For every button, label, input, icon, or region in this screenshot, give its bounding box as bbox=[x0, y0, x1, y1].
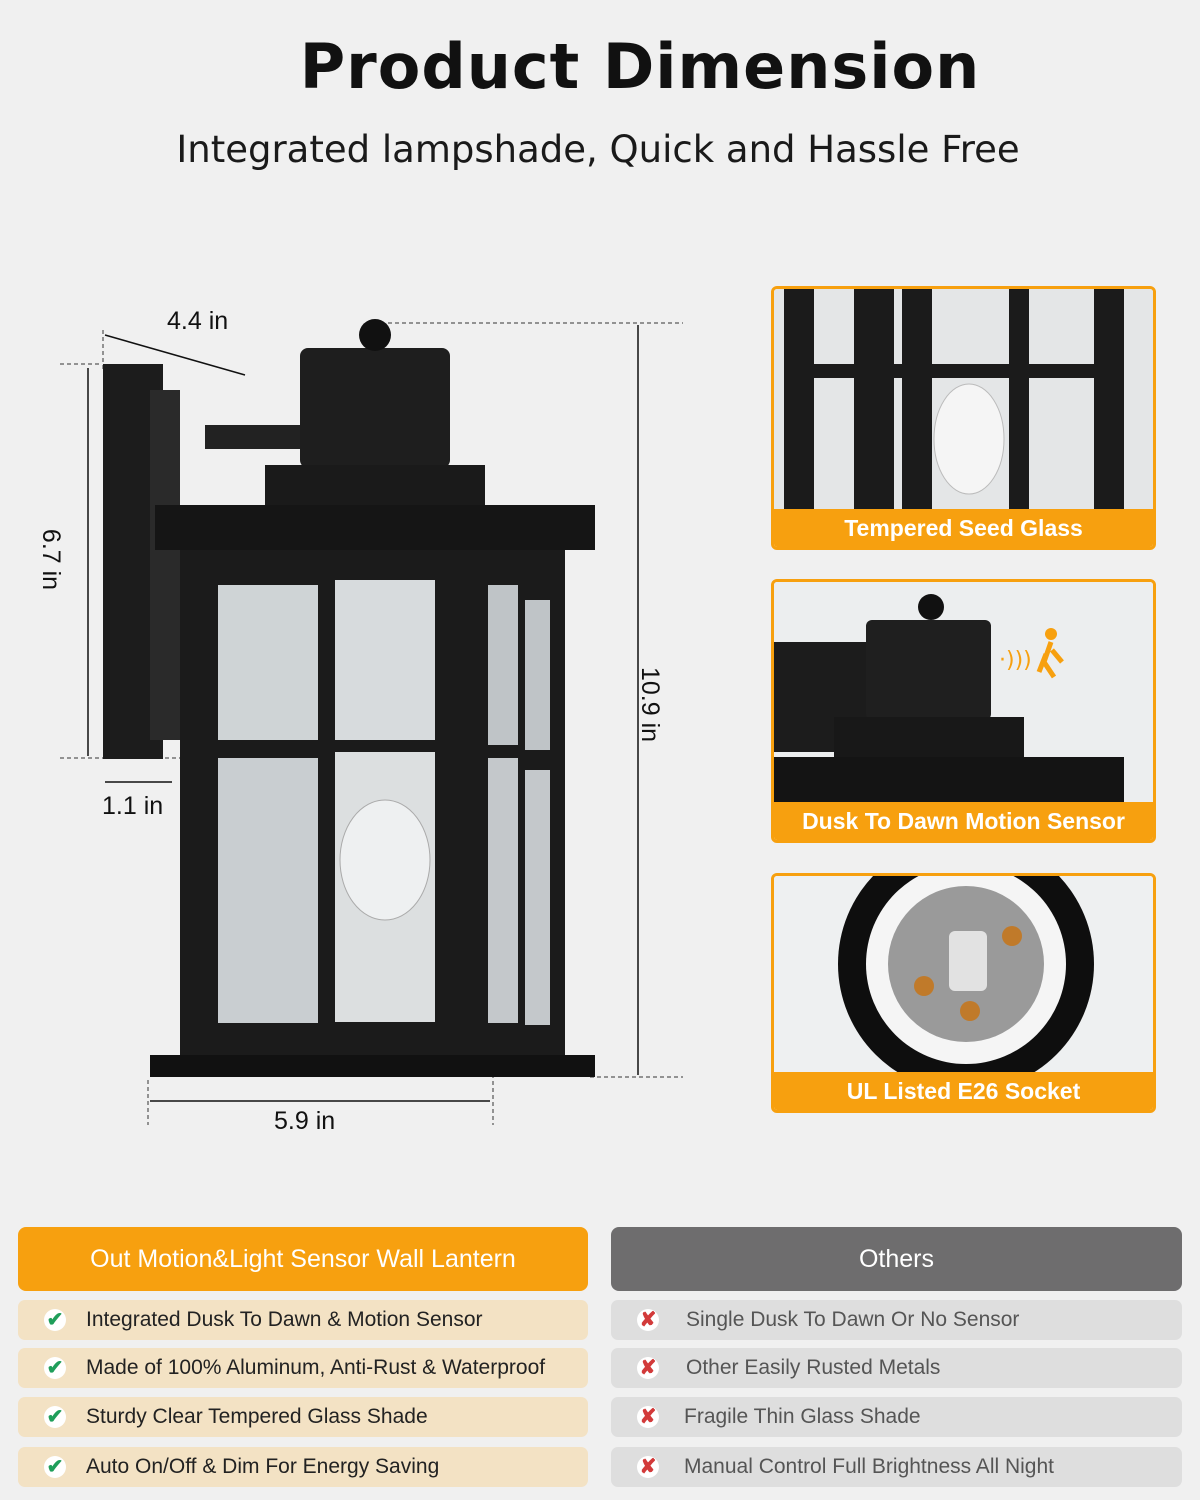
others-item: ✘Manual Control Full Brightness All Nigh… bbox=[611, 1447, 1182, 1487]
dimension-backplate-height: 6.7 in bbox=[37, 528, 66, 591]
check-icon: ✔ bbox=[44, 1309, 66, 1331]
ours-item: ✔Integrated Dusk To Dawn & Motion Sensor bbox=[18, 1300, 588, 1340]
dimension-backplate-depth: 1.1 in bbox=[102, 792, 164, 820]
x-icon: ✘ bbox=[637, 1406, 659, 1428]
feature-e26-socket: UL Listed E26 Socket bbox=[771, 873, 1156, 1113]
dimension-depth: 4.4 in bbox=[167, 307, 229, 335]
motion-sensor-image: ·))) bbox=[774, 582, 1153, 804]
page-subtitle: Integrated lampshade, Quick and Hassle F… bbox=[176, 128, 1020, 171]
lantern-illustration bbox=[60, 319, 683, 1125]
ours-item: ✔Auto On/Off & Dim For Energy Saving bbox=[18, 1447, 588, 1487]
dimension-width: 5.9 in bbox=[274, 1107, 336, 1135]
check-icon: ✔ bbox=[44, 1406, 66, 1428]
svg-text:·))): ·))) bbox=[999, 648, 1032, 673]
feature-caption: Dusk To Dawn Motion Sensor bbox=[774, 802, 1153, 840]
check-icon: ✔ bbox=[44, 1456, 66, 1478]
check-icon: ✔ bbox=[44, 1357, 66, 1379]
feature-caption: UL Listed E26 Socket bbox=[774, 1072, 1153, 1110]
others-item: ✘Single Dusk To Dawn Or No Sensor bbox=[611, 1300, 1182, 1340]
x-icon: ✘ bbox=[637, 1357, 659, 1379]
feature-caption: Tempered Seed Glass bbox=[774, 509, 1153, 547]
ours-item: ✔Sturdy Clear Tempered Glass Shade bbox=[18, 1397, 588, 1437]
seed-glass-image bbox=[774, 289, 1153, 511]
others-header: Others bbox=[611, 1227, 1182, 1291]
ours-header: Out Motion&Light Sensor Wall Lantern bbox=[18, 1227, 588, 1291]
others-item: ✘Fragile Thin Glass Shade bbox=[611, 1397, 1182, 1437]
dimension-total-height: 10.9 in bbox=[636, 666, 665, 743]
x-icon: ✘ bbox=[637, 1309, 659, 1331]
feature-motion-sensor: ·))) Dusk To Dawn Motion Sensor bbox=[771, 579, 1156, 843]
page-title: Product Dimension bbox=[299, 30, 981, 103]
x-icon: ✘ bbox=[637, 1456, 659, 1478]
feature-seed-glass: Tempered Seed Glass bbox=[771, 286, 1156, 550]
ours-item: ✔Made of 100% Aluminum, Anti-Rust & Wate… bbox=[18, 1348, 588, 1388]
others-item: ✘Other Easily Rusted Metals bbox=[611, 1348, 1182, 1388]
e26-socket-image bbox=[774, 876, 1153, 1074]
